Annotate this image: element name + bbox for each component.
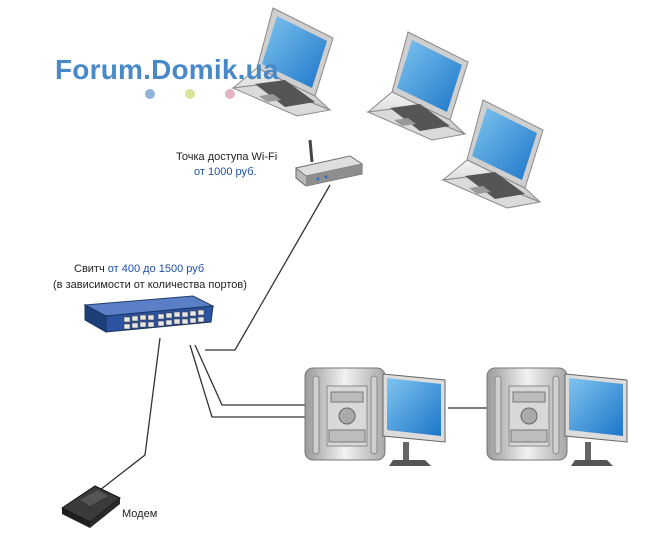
laptop-icon [441,99,544,209]
wifi-price-text: от 1000 руб. [194,166,257,178]
cable-switch-modem [99,337,161,491]
switch-label-text: Свитч [74,263,105,275]
modem-label: Модем [122,507,157,521]
laptop-icon [231,7,334,117]
cables [99,184,490,491]
laptop-icon [366,31,469,141]
wifi-label-text: Точка доступа Wi-Fi [176,151,278,163]
switch-note: (в зависимости от количества портов) [53,278,247,292]
switch-price-text: от 400 до 1500 руб [107,263,205,275]
desktop-computer-icon [304,367,446,466]
cable-switch-pc1-b [189,344,312,418]
wifi-router-icon [294,139,364,187]
modem-label-text: Модем [122,508,158,520]
logo-dot-blue [145,89,155,99]
desktop-computer-icon [486,367,628,466]
switch-note-text: (в зависимости от количества портов) [53,279,247,291]
cable-switch-wifi [205,184,331,351]
logo-dot-yellow [185,89,195,99]
wifi-price: от 1000 руб. [194,165,256,179]
cable-switch-pc1 [194,344,312,406]
network-switch-icon [83,295,215,333]
modem-icon [61,485,121,528]
site-logo: Forum.Domik.ua [55,54,279,85]
switch-label: Свитч от 400 до 1500 руб [74,262,204,276]
logo-dot-pink [225,89,235,99]
wifi-label: Точка доступа Wi-Fi [176,150,277,164]
